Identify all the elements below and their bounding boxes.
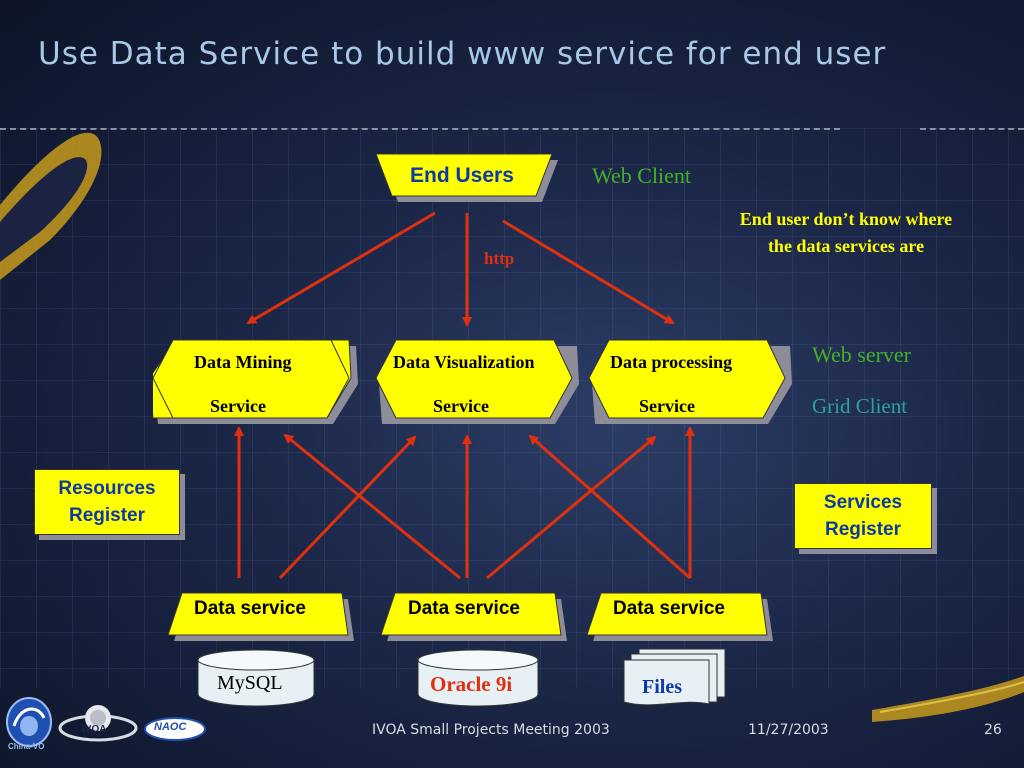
data-processing-line2: Service (639, 396, 695, 416)
arrow-ds2-to-processing (486, 435, 657, 580)
arrow-ds2-to-mining (283, 433, 461, 580)
data-visualization-line1: Data Visualization (393, 352, 535, 372)
footer-page-number: 26 (984, 722, 1002, 738)
ivoa-logo-text: IVOA (82, 724, 107, 735)
arrow-ds3-to-visualization (528, 434, 691, 580)
data-mining-line1: Data Mining (194, 352, 292, 372)
services-register-line2: Register (824, 519, 902, 540)
naoc-logo-text: NAOC (154, 721, 187, 733)
mysql-label: MySQL (217, 672, 283, 694)
resources-register: Resources Register (34, 469, 180, 535)
services-register: Services Register (794, 483, 932, 549)
end-user-note: End user don’t know where the data servi… (708, 206, 984, 260)
data-processing-service: Data processing Service (589, 339, 794, 424)
services-register-line1: Services (823, 492, 903, 513)
data-mining-line2: Service (210, 396, 266, 416)
http-label: http (484, 249, 515, 268)
data-service-3: Data service (587, 591, 773, 641)
footer-meeting: IVOA Small Projects Meeting 2003 (372, 722, 610, 738)
data-service-2: Data service (381, 591, 567, 641)
data-service-1-label: Data service (194, 598, 306, 619)
page-title: Use Data Service to build www service fo… (38, 36, 887, 72)
end-users-box: End Users (376, 152, 558, 202)
grid-client-label: Grid Client (812, 394, 908, 418)
data-visualization-line2: Service (433, 396, 489, 416)
oracle-cylinder: Oracle 9i (416, 648, 542, 708)
arrow-users-to-processing (502, 219, 675, 325)
data-service-1: Data service (168, 591, 354, 641)
title-divider-right (920, 128, 1024, 130)
files-stack: Files (623, 648, 727, 708)
end-user-note-line2: the data services are (767, 236, 925, 256)
web-client-label: Web Client (592, 163, 692, 188)
footer-date: 11/27/2003 (748, 722, 829, 738)
title-divider (0, 128, 840, 130)
mysql-cylinder: MySQL (196, 648, 318, 708)
china-vo-logo: China-VO (4, 696, 54, 756)
data-service-3-label: Data service (613, 598, 725, 619)
data-visualization-service: Data Visualization Service (376, 339, 581, 424)
resources-register-line1: Resources (58, 478, 156, 499)
ivoa-logo: IVOA (58, 700, 138, 746)
end-users-label: End Users (410, 164, 514, 187)
end-user-note-line1: End user don’t know where (739, 209, 953, 229)
resources-register-line2: Register (68, 505, 146, 526)
naoc-logo: NAOC (144, 716, 206, 742)
china-vo-logo-text: China-VO (8, 742, 45, 751)
oracle-label: Oracle 9i (430, 672, 513, 696)
arrow-ds1-to-visualization (278, 435, 417, 580)
data-processing-line1: Data processing (610, 352, 733, 372)
data-mining-service: Data Mining Service (153, 339, 358, 424)
web-server-label: Web server (812, 342, 912, 367)
arrow-users-to-mining (246, 211, 436, 325)
data-service-2-label: Data service (408, 598, 520, 619)
files-label: Files (642, 676, 682, 698)
